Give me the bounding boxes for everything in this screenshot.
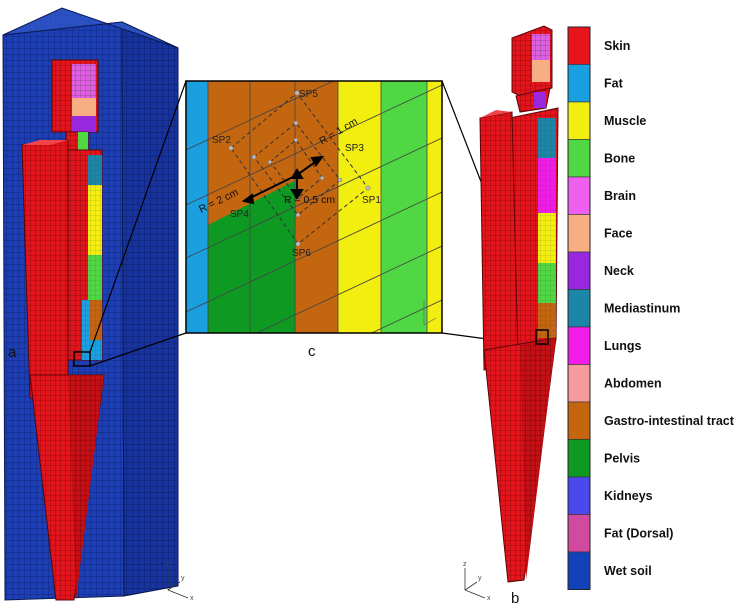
legend-swatch-10 (567, 401, 591, 440)
legend-label-8: Lungs (604, 339, 642, 353)
legend-label-7: Mediastinum (604, 301, 680, 315)
panel-b-model: z x y b (463, 25, 559, 607)
panel-a-axis-triad: z x y (166, 561, 194, 602)
legend-frame (567, 26, 591, 590)
legend-label-14: Wet soil (604, 564, 652, 578)
sp4-label: SP4 (230, 209, 249, 220)
legend-swatch-11 (567, 439, 591, 478)
panel-c-frame (185, 80, 443, 334)
legend-label-6: Neck (604, 264, 634, 278)
panel-b-letter: b (511, 590, 519, 607)
panel-a-model: z x y a (2, 7, 194, 602)
panel-a-zoom-box (73, 351, 91, 367)
axis-z-label: z (166, 561, 170, 568)
legend-swatch-12 (567, 476, 591, 515)
legend-label-9: Abdomen (604, 376, 662, 390)
sp3-label: SP3 (345, 143, 364, 154)
legend-label-13: Fat (Dorsal) (604, 526, 673, 540)
legend-label-2: Muscle (604, 114, 646, 128)
sp5-label: SP5 (299, 89, 318, 100)
axis-y-label: y (181, 575, 185, 582)
legend-swatch-3 (567, 139, 591, 178)
legend-swatch-5 (567, 214, 591, 253)
legend-label-10: Gastro-intestinal tract (604, 414, 735, 428)
legend-swatch-2 (567, 101, 591, 140)
axis-y-label: y (478, 575, 482, 582)
legend-swatch-0 (567, 26, 591, 65)
panel-a-letter: a (8, 344, 17, 361)
legend-swatch-9 (567, 364, 591, 403)
zoom-connector-top-left (89, 80, 187, 353)
legend-label-3: Bone (604, 151, 635, 165)
panel-c-letter: c (308, 343, 316, 360)
legend-swatch-8 (567, 326, 591, 365)
tissue-legend: SkinFatMuscleBoneBrainFaceNeckMediastinu… (567, 26, 735, 590)
panel-b-axis-triad: z x y (463, 561, 491, 602)
legend-swatch-13 (567, 514, 591, 553)
axis-x-label: x (487, 595, 491, 602)
sp2-label: SP2 (212, 135, 231, 146)
legend-label-4: Brain (604, 189, 636, 203)
panel-c-zoom: SP5 SP2 SP3 SP1 SP4 SP6 R = 1 cm R = 2 c… (185, 80, 443, 360)
legend-swatch-4 (567, 176, 591, 215)
panel-b-zoom-box (535, 329, 549, 345)
legend-swatch-14 (567, 551, 591, 590)
legend-swatch-6 (567, 251, 591, 290)
legend-label-0: Skin (604, 39, 630, 53)
sp1-label: SP1 (362, 195, 381, 206)
legend-swatch-1 (567, 64, 591, 103)
sp6-label: SP6 (292, 248, 311, 259)
legend-label-5: Face (604, 226, 633, 240)
legend-swatch-7 (567, 289, 591, 328)
zoom-connector-bottom-left (89, 332, 187, 367)
axis-x-label: x (190, 595, 194, 602)
legend-label-12: Kidneys (604, 489, 653, 503)
legend-label-1: Fat (604, 76, 624, 90)
legend-label-11: Pelvis (604, 451, 640, 465)
radius-05cm-label: R = 0.5 cm (284, 194, 335, 206)
axis-z-label: z (463, 561, 467, 568)
